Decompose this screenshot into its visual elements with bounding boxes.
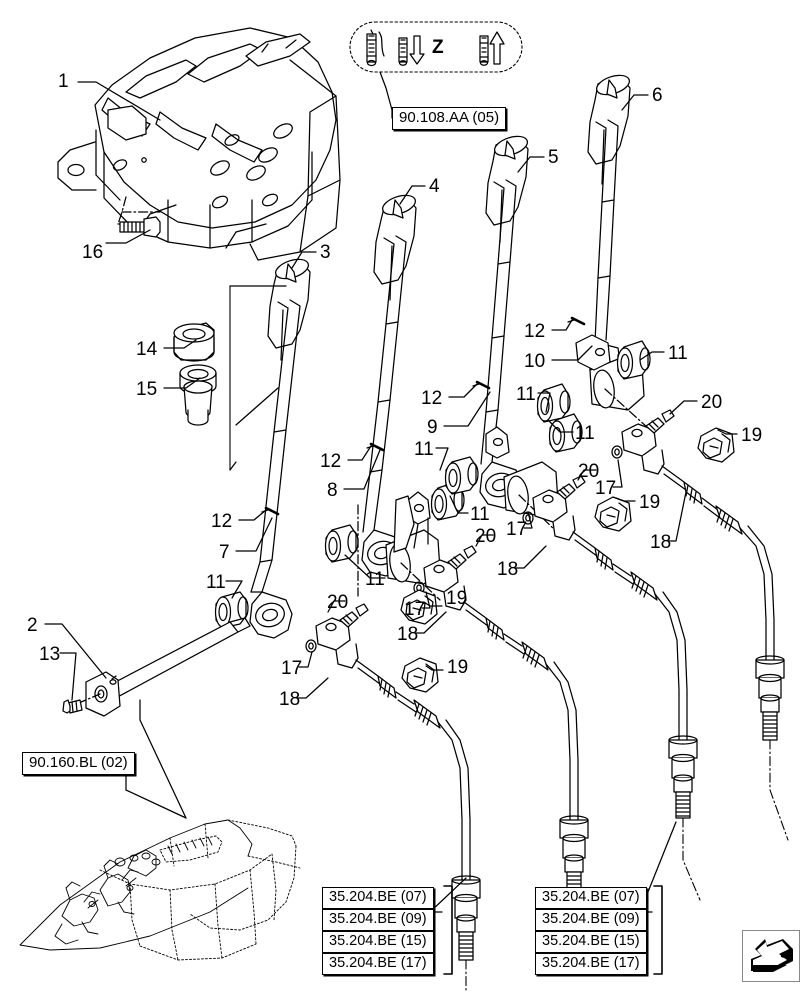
cable-assembly-2 bbox=[413, 545, 589, 901]
callout-12-a: 12 bbox=[211, 511, 233, 532]
bucket-arrow-logo bbox=[742, 930, 800, 982]
cab-assembly-illustration bbox=[19, 699, 301, 961]
callout-1: 1 bbox=[58, 71, 69, 92]
reference-box-legend[interactable]: 90.108.AA (05) bbox=[392, 107, 507, 130]
callout-11-f: 11 bbox=[575, 423, 595, 444]
callout-18-b: 18 bbox=[497, 559, 519, 580]
callout-18-d: 18 bbox=[279, 689, 301, 710]
callout-11-b: 11 bbox=[414, 439, 434, 460]
part-1-support-bracket bbox=[57, 27, 341, 261]
part-19-cable-clips bbox=[400, 427, 735, 693]
part-2-link-rod bbox=[62, 617, 251, 717]
callout-20-a: 20 bbox=[701, 392, 723, 413]
callout-6: 6 bbox=[652, 85, 663, 106]
reference-box-right-2[interactable]: 35.204.BE (09) bbox=[535, 909, 647, 932]
callout-17-c: 17 bbox=[404, 599, 426, 620]
callout-15: 15 bbox=[136, 379, 158, 400]
callout-8: 8 bbox=[327, 480, 338, 501]
reference-box-left-2[interactable]: 35.204.BE (09) bbox=[322, 909, 434, 932]
lever-3-assembly bbox=[249, 258, 311, 639]
reference-box-right-3[interactable]: 35.204.BE (15) bbox=[535, 931, 647, 954]
lever-6-assembly bbox=[567, 74, 631, 377]
callout-17-a: 17 bbox=[595, 478, 617, 499]
callout-11-d: 11 bbox=[470, 504, 490, 525]
callout-19-a: 19 bbox=[741, 425, 763, 446]
callout-16: 16 bbox=[82, 242, 104, 263]
part-15-sleeve bbox=[179, 364, 217, 426]
callout-12-b: 12 bbox=[320, 451, 342, 472]
callout-10: 10 bbox=[524, 351, 546, 372]
callout-14: 14 bbox=[136, 339, 158, 360]
reference-box-cab[interactable]: 90.160.BL (02) bbox=[22, 752, 135, 775]
callout-12-d: 12 bbox=[524, 321, 546, 342]
callout-7: 7 bbox=[219, 542, 230, 563]
callout-9: 9 bbox=[427, 417, 438, 438]
part-11-bushings-lever4 bbox=[324, 481, 465, 563]
callout-3: 3 bbox=[320, 242, 331, 263]
callout-19-d: 19 bbox=[447, 657, 469, 678]
cable-assembly-3 bbox=[522, 475, 698, 819]
callout-11-c: 11 bbox=[365, 569, 385, 590]
callout-20-b: 20 bbox=[578, 461, 600, 482]
callout-18-a: 18 bbox=[650, 532, 672, 553]
callout-2: 2 bbox=[27, 615, 38, 636]
callout-20-c: 20 bbox=[475, 526, 497, 547]
callout-13: 13 bbox=[39, 644, 61, 665]
reference-box-right-4[interactable]: 35.204.BE (17) bbox=[535, 953, 647, 976]
part-11-bushings-lever5 bbox=[444, 413, 583, 495]
callout-19-b: 19 bbox=[639, 492, 661, 513]
part-16-bolt bbox=[119, 216, 161, 238]
callout-19-c: 19 bbox=[446, 588, 468, 609]
part-11-bushings-lever3 bbox=[214, 591, 249, 629]
lever-6-housing bbox=[575, 334, 649, 429]
callout-5: 5 bbox=[548, 147, 559, 168]
legend-z-letter: Z bbox=[432, 37, 444, 58]
reference-box-right-1[interactable]: 35.204.BE (07) bbox=[535, 887, 647, 910]
reference-box-left-1[interactable]: 35.204.BE (07) bbox=[322, 887, 434, 910]
callout-17-b: 17 bbox=[506, 519, 528, 540]
cable-assembly-1 bbox=[305, 603, 481, 961]
reference-box-left-3[interactable]: 35.204.BE (15) bbox=[322, 931, 434, 954]
callout-18-c: 18 bbox=[397, 624, 419, 645]
callout-20-d: 20 bbox=[327, 592, 349, 613]
legend-capsule bbox=[349, 21, 523, 119]
callout-11-a: 11 bbox=[206, 572, 226, 593]
callout-17-d: 17 bbox=[281, 658, 303, 679]
callout-12-c: 12 bbox=[421, 388, 443, 409]
reference-box-left-4[interactable]: 35.204.BE (17) bbox=[322, 953, 434, 976]
cable-assembly-4 bbox=[611, 409, 785, 741]
callout-11-e: 11 bbox=[516, 384, 536, 405]
callout-11-g: 11 bbox=[668, 343, 688, 364]
callout-4: 4 bbox=[429, 176, 440, 197]
